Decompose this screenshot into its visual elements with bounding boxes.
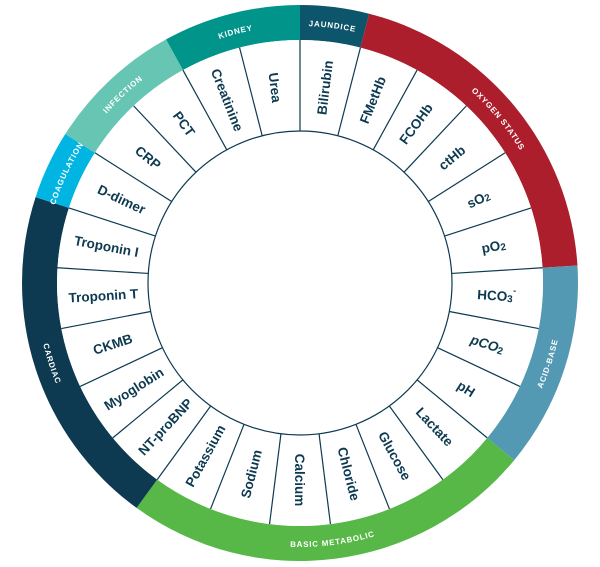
- parameter-subscript: 2: [483, 192, 493, 205]
- cell-divider: [57, 267, 149, 275]
- cell-divider: [372, 69, 418, 151]
- parameter-hco: HCO3-: [477, 283, 517, 305]
- category-band-basic-metabolic: [136, 437, 515, 561]
- category-band-coagulation: [35, 134, 95, 208]
- category-band-cardiac: [22, 197, 158, 508]
- cell-divider: [268, 433, 282, 525]
- parameter-calcium: Calcium: [293, 454, 308, 507]
- category-band-acid-base: [487, 265, 578, 461]
- cell-divider: [437, 347, 521, 388]
- category-band-oxygen-status: [360, 13, 578, 268]
- parameter-bilirubin: Bilirubin: [314, 59, 336, 115]
- category-band-infection: [65, 39, 183, 153]
- parameter-subscript: 2: [500, 241, 508, 253]
- parameter-subscript: 3: [507, 294, 514, 305]
- cell-divider: [112, 379, 184, 439]
- cell-divider: [156, 405, 212, 480]
- parameter-urea: Urea: [266, 72, 285, 104]
- cell-divider: [428, 152, 506, 203]
- cell-divider: [444, 207, 532, 237]
- cell-divider: [61, 310, 151, 330]
- cell-divider: [133, 105, 197, 173]
- cell-divider: [337, 47, 362, 136]
- cell-divider: [238, 47, 263, 136]
- parameter-label: pO: [480, 237, 501, 255]
- inner-circle: [147, 130, 453, 436]
- parameter-label: Bilirubin: [314, 59, 336, 115]
- parameter-label: sO: [464, 190, 487, 211]
- cell-divider: [94, 152, 172, 203]
- cell-divider: [449, 310, 539, 330]
- cell-divider: [182, 69, 228, 151]
- cell-divider: [416, 379, 488, 439]
- cell-divider: [209, 424, 245, 510]
- parameter-label: HCO: [477, 287, 508, 304]
- category-band-kidney: [166, 5, 300, 71]
- parameter-label: Troponin T: [68, 286, 139, 305]
- parameter-subscript: 2: [496, 345, 505, 357]
- cell-divider: [451, 267, 543, 275]
- parameter-so: sO2: [464, 187, 493, 212]
- cell-divider: [403, 105, 467, 173]
- parameter-po: pO2: [480, 236, 507, 256]
- parameter-superscript: -: [513, 285, 517, 295]
- cell-divider: [355, 424, 391, 510]
- cell-divider: [79, 347, 163, 388]
- cell-divider: [68, 207, 156, 237]
- parameter-label: Calcium: [293, 454, 308, 507]
- cell-divider: [388, 405, 444, 480]
- parameter-label: Urea: [266, 72, 285, 104]
- cell-divider: [318, 433, 332, 525]
- category-band-jaundice: [300, 5, 370, 48]
- parameter-troponin-t: Troponin T: [68, 286, 139, 305]
